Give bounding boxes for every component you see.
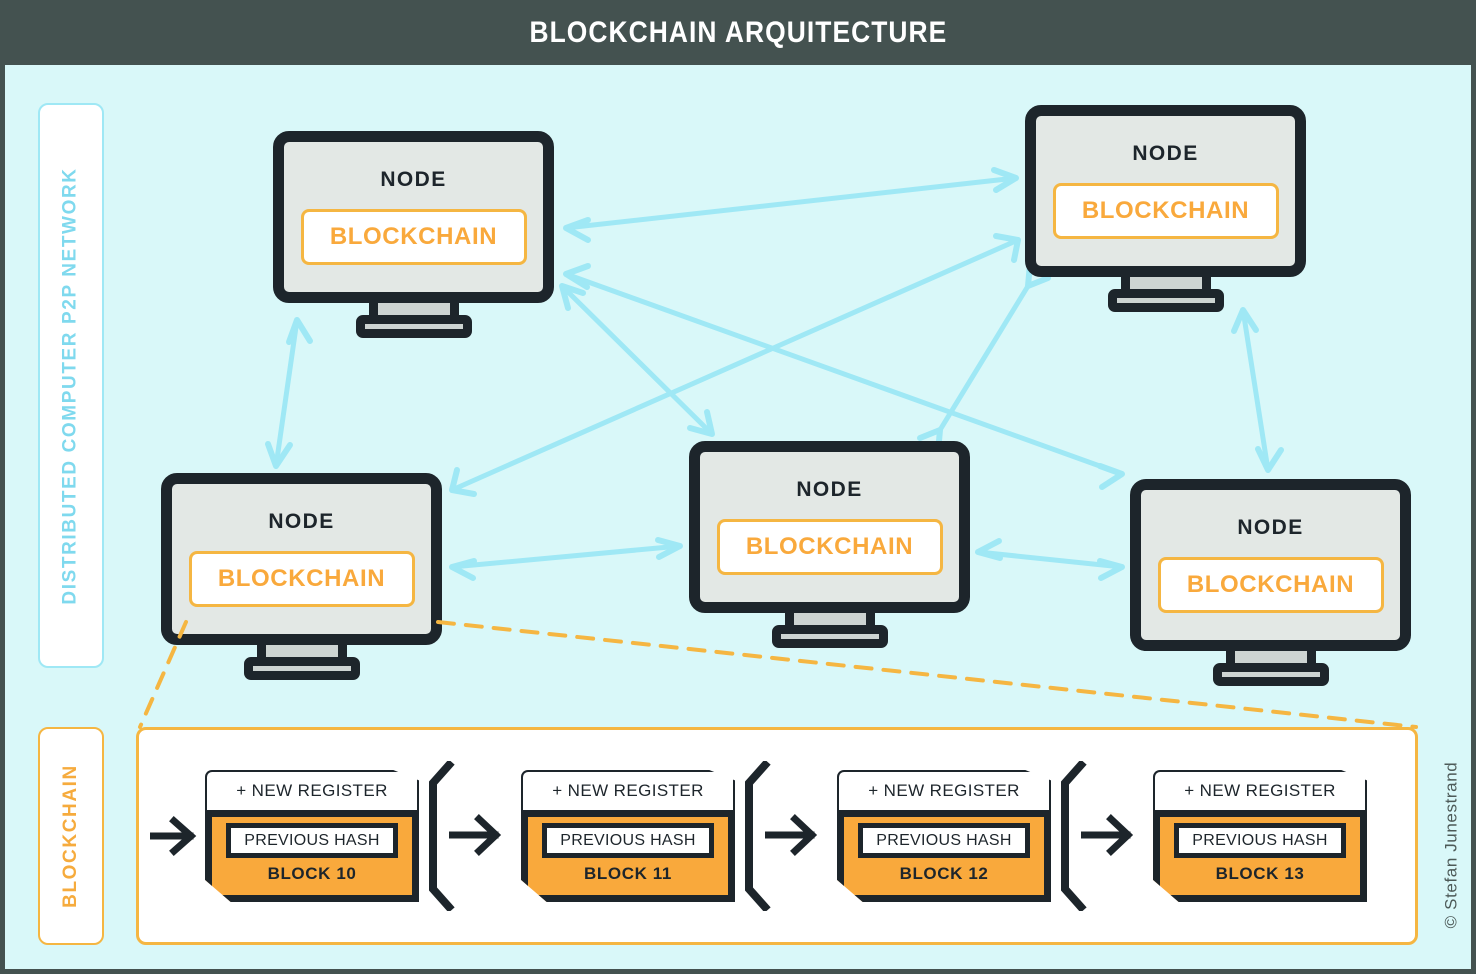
monitor-base-2 [1107,289,1224,312]
new-register-label: + NEW REGISTER [1184,781,1336,800]
previous-hash-box: PREVIOUS HASH [226,823,398,858]
block-number-label: BLOCK 11 [584,864,672,883]
monitor-neck-4 [784,613,875,625]
previous-hash-label: PREVIOUS HASH [560,831,696,849]
node-blockchain-label-3: BLOCKCHAIN [217,565,386,592]
chain-bracket-icon [429,761,455,911]
node-monitor-5[interactable]: NODE BLOCKCHAIN [1130,479,1411,686]
node-blockchain-box-1[interactable]: BLOCKCHAIN [300,209,527,265]
previous-hash-label: PREVIOUS HASH [876,831,1012,849]
chain-link-arrow [1081,814,1134,856]
block-number-label: BLOCK 12 [899,864,989,883]
chain-bracket-icon [745,761,771,911]
frame-edge-right [1471,65,1476,974]
block-unit[interactable]: + NEW REGISTER PREVIOUS HASH BLOCK 13 [1153,770,1367,902]
page-title: BLOCKCHAIN ARQUITECTURE [529,15,947,49]
node-monitor-2[interactable]: NODE BLOCKCHAIN [1025,105,1306,312]
node-title-1: NODE [380,168,447,191]
new-register-tab[interactable]: + NEW REGISTER [521,770,735,810]
monitor-neck-5 [1225,651,1316,663]
new-register-label: + NEW REGISTER [236,781,388,800]
previous-hash-label: PREVIOUS HASH [244,831,380,849]
monitor-base-1 [355,315,472,338]
chain-connector [419,761,521,911]
node-title-4: NODE [796,478,863,501]
node-title-3: NODE [268,510,335,533]
block-number-label: BLOCK 13 [1215,864,1305,883]
node-blockchain-label-1: BLOCKCHAIN [329,223,498,250]
node-screen-2: NODE BLOCKCHAIN [1025,105,1306,277]
chain-link-arrow [449,814,502,856]
new-register-tab[interactable]: + NEW REGISTER [1153,770,1367,810]
new-register-tab[interactable]: + NEW REGISTER [205,770,419,810]
node-blockchain-box-3[interactable]: BLOCKCHAIN [188,551,415,607]
chain-connector [735,761,837,911]
monitor-base-3 [243,657,360,680]
chain-incoming-arrow [147,816,205,856]
section-label-p2p-network-text: DISTRIBUTED COMPUTER P2P NETWORK [60,166,82,605]
block-unit[interactable]: + NEW REGISTER PREVIOUS HASH BLOCK 12 [837,770,1051,902]
node-blockchain-box-5[interactable]: BLOCKCHAIN [1157,557,1384,613]
block-body: PREVIOUS HASH BLOCK 10 [205,810,419,902]
monitor-neck-1 [368,303,459,315]
node-monitor-1[interactable]: NODE BLOCKCHAIN [273,131,554,338]
node-blockchain-box-2[interactable]: BLOCKCHAIN [1052,183,1279,239]
node-title-2: NODE [1132,142,1199,165]
node-blockchain-label-4: BLOCKCHAIN [745,533,914,560]
new-register-label: + NEW REGISTER [552,781,704,800]
node-blockchain-box-4[interactable]: BLOCKCHAIN [716,519,943,575]
previous-hash-box: PREVIOUS HASH [1174,823,1346,858]
copyright-credit: © Stefan Junestrand [1434,730,1468,960]
monitor-neck-2 [1120,277,1211,289]
node-screen-5: NODE BLOCKCHAIN [1130,479,1411,651]
blockchain-block-row: + NEW REGISTER PREVIOUS HASH BLOCK 10 [139,730,1415,942]
section-label-blockchain: BLOCKCHAIN [38,727,104,945]
node-screen-3: NODE BLOCKCHAIN [161,473,442,645]
monitor-neck-3 [256,645,347,657]
node-title-5: NODE [1237,516,1304,539]
section-label-p2p-network: DISTRIBUTED COMPUTER P2P NETWORK [38,103,104,668]
new-register-label: + NEW REGISTER [868,781,1020,800]
block-number-label: BLOCK 10 [267,864,357,883]
block-body: PREVIOUS HASH BLOCK 13 [1153,810,1367,902]
previous-hash-box: PREVIOUS HASH [858,823,1030,858]
frame-edge-left [0,65,5,974]
new-register-tab[interactable]: + NEW REGISTER [837,770,1051,810]
block-body: PREVIOUS HASH BLOCK 11 [521,810,735,902]
node-screen-4: NODE BLOCKCHAIN [689,441,970,613]
node-screen-1: NODE BLOCKCHAIN [273,131,554,303]
frame-edge-bottom [0,969,1476,974]
node-monitor-3[interactable]: NODE BLOCKCHAIN [161,473,442,680]
section-label-blockchain-text: BLOCKCHAIN [60,764,81,908]
block-unit[interactable]: + NEW REGISTER PREVIOUS HASH BLOCK 11 [521,770,735,902]
chain-connector [1051,761,1153,911]
node-blockchain-label-2: BLOCKCHAIN [1081,197,1250,224]
chain-bracket-icon [1061,761,1087,911]
monitor-base-4 [771,625,888,648]
chain-link-arrow [765,814,818,856]
copyright-text: © Stefan Junestrand [1441,761,1461,929]
monitor-base-5 [1212,663,1329,686]
block-unit[interactable]: + NEW REGISTER PREVIOUS HASH BLOCK 10 [205,770,419,902]
block-body: PREVIOUS HASH BLOCK 12 [837,810,1051,902]
blockchain-detail-panel: + NEW REGISTER PREVIOUS HASH BLOCK 10 [136,727,1418,945]
node-monitor-4[interactable]: NODE BLOCKCHAIN [689,441,970,648]
header-bar: BLOCKCHAIN ARQUITECTURE [0,0,1476,65]
node-blockchain-label-5: BLOCKCHAIN [1186,571,1355,598]
previous-hash-box: PREVIOUS HASH [542,823,714,858]
previous-hash-label: PREVIOUS HASH [1192,831,1328,849]
